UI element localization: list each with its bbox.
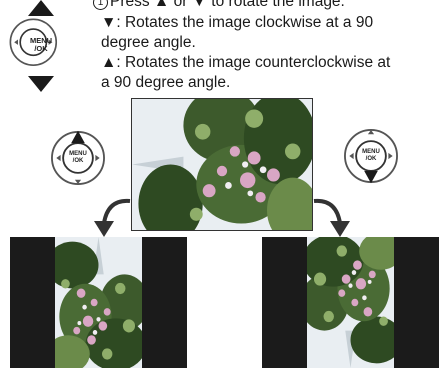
curved-arrow-left-icon: [94, 198, 131, 237]
arrow-clockwise: [312, 193, 356, 239]
instruction-down-cont: degree angle.: [101, 34, 196, 51]
menu-ok-label: MENU /OK: [29, 36, 53, 53]
dpad-large-up: MENU /OK: [2, 0, 80, 92]
rotated-right-screen: [262, 237, 439, 368]
photo-landscape-image: [132, 99, 312, 230]
instruction-up-cont: a 90 degree angle.: [101, 74, 231, 91]
curved-arrow-right-icon: [313, 198, 350, 237]
dpad-up-icon: [47, 130, 109, 189]
instruction-down: ▼: Rotates the image clockwise at a 90: [101, 14, 374, 31]
original-photo: [131, 98, 313, 231]
dpad-small-up: MENU /OK: [47, 127, 109, 189]
menu-ok-label-small-right: MENU /OK: [362, 149, 380, 162]
dpad-down-icon: [340, 125, 402, 184]
photo-rotated-right-image: [307, 237, 394, 368]
rotated-left-screen: [10, 237, 187, 368]
dpad-small-down: MENU /OK: [340, 125, 402, 187]
arrow-counterclockwise: [88, 193, 132, 239]
photo-rotated-left-image: [55, 237, 142, 368]
instruction-up: ▲: Rotates the image counterclockwise at: [101, 54, 391, 71]
step-number: 1: [93, 0, 108, 10]
menu-ok-label-small-left: MENU /OK: [69, 151, 87, 164]
dpad-up-pressed-icon: [2, 0, 80, 92]
down-triangle-icon: ▼: [101, 14, 117, 31]
up-triangle-icon: ▲: [101, 54, 117, 71]
